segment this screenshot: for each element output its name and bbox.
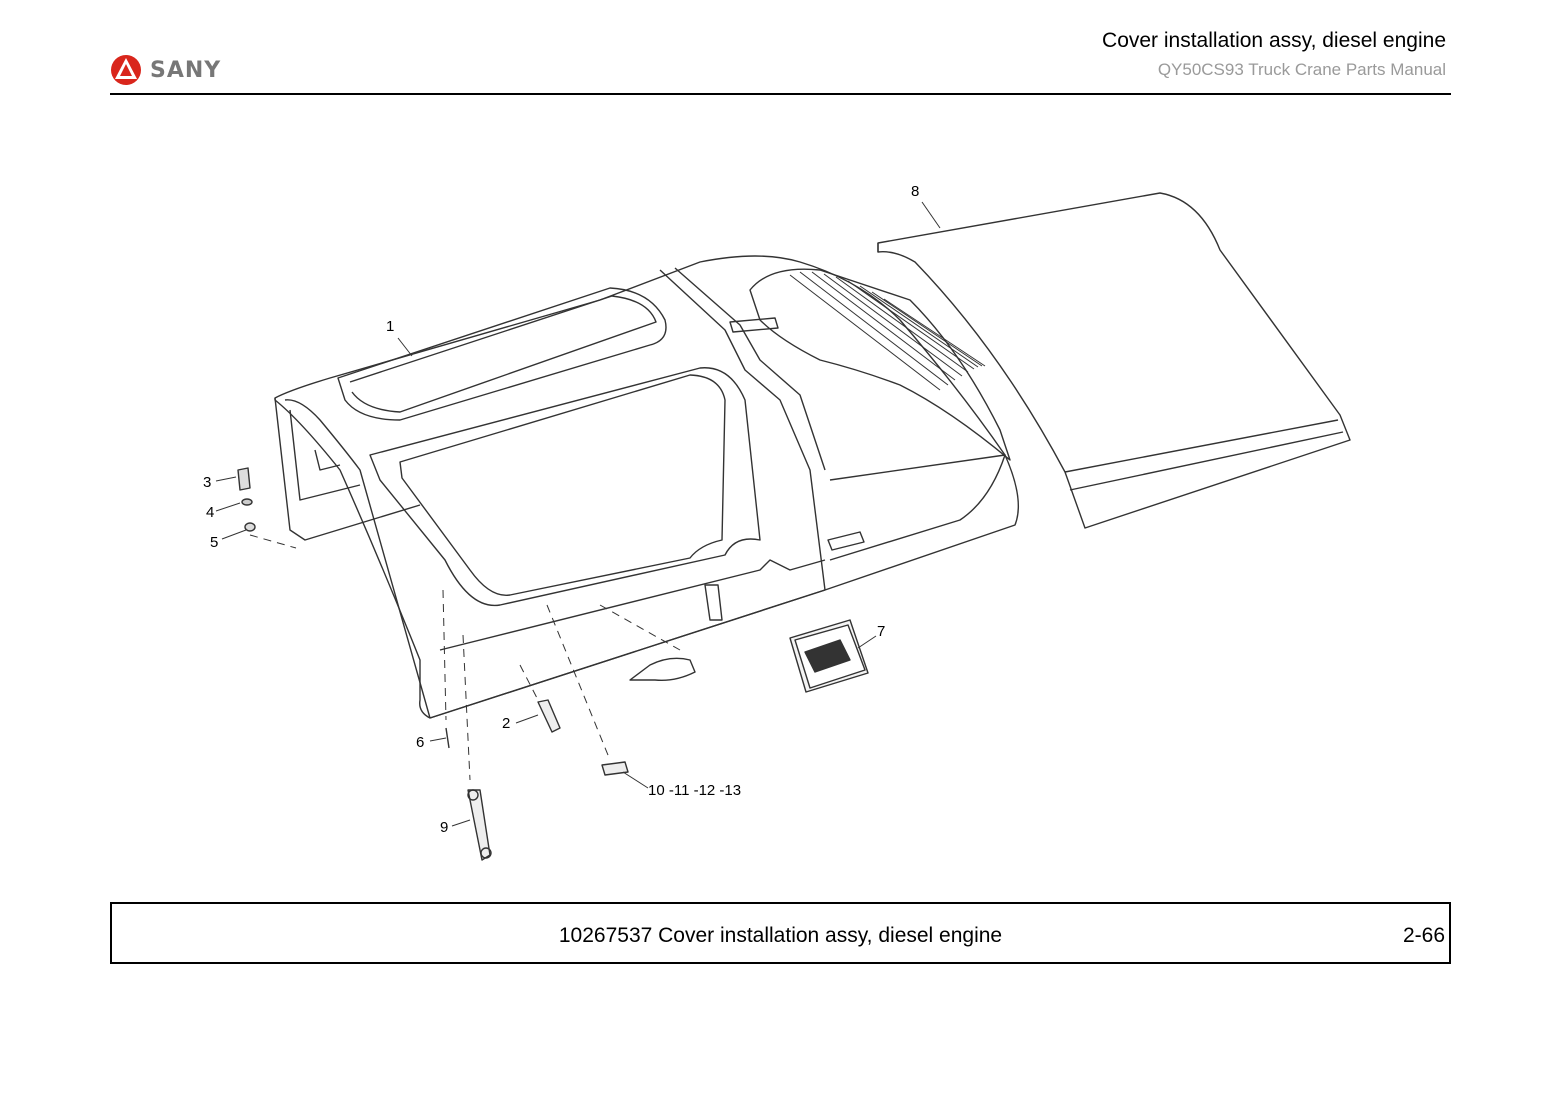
part-2-latch <box>537 699 561 733</box>
part-7-warning-decal <box>789 619 869 693</box>
figure-caption: 10267537 Cover installation assy, diesel… <box>558 924 1003 947</box>
manual-subtitle: QY50CS93 Truck Crane Parts Manual <box>1157 60 1446 79</box>
callout-4: 4 <box>206 504 214 521</box>
callout-6: 6 <box>416 734 424 751</box>
part-1-cover-body <box>274 255 1020 719</box>
callout-9: 9 <box>440 819 448 836</box>
part-3-bolt <box>237 467 251 491</box>
callout-5: 5 <box>210 534 218 551</box>
header-divider <box>110 93 1451 95</box>
latch-window <box>704 584 723 621</box>
part-10-13-pad <box>601 761 629 776</box>
page-title: Cover installation assy, diesel engine <box>1102 29 1446 52</box>
callout-3: 3 <box>203 474 211 491</box>
handle-lower <box>629 657 696 682</box>
caption-box: 10267537 Cover installation assy, diesel… <box>110 902 1451 964</box>
latch-top <box>729 317 779 333</box>
part-4-washer <box>241 498 253 506</box>
brand-name: SANY <box>150 58 222 83</box>
grille-vents <box>789 271 986 391</box>
assembly-guide-lines <box>249 534 681 781</box>
sany-logo <box>111 55 141 85</box>
part-9-gas-strut <box>467 789 492 861</box>
part-6-pin <box>445 727 450 749</box>
page-number: 2-66 <box>1402 924 1445 947</box>
callout-1: 1 <box>386 318 394 335</box>
sany-logo-mark <box>111 55 141 85</box>
part-5-nut <box>244 522 256 532</box>
callout-8: 8 <box>911 183 919 200</box>
callout-7: 7 <box>877 623 885 640</box>
latch-side <box>827 531 865 551</box>
callout-leaders <box>215 201 941 827</box>
callout-10-13: 10 -11 -12 -13 <box>648 782 741 799</box>
part-8-rear-panel <box>877 192 1351 529</box>
callout-2: 2 <box>502 715 510 732</box>
